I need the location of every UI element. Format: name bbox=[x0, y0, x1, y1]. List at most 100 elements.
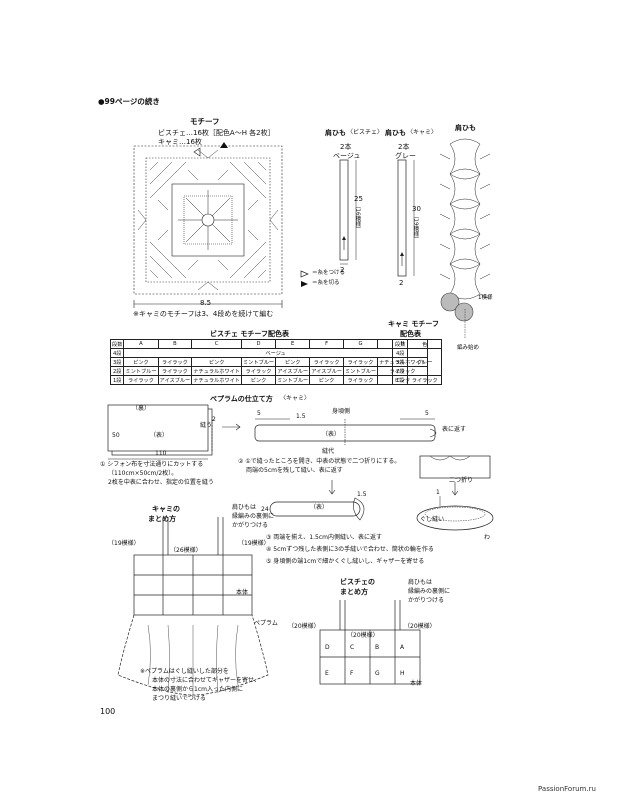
peplum-wa: わ bbox=[484, 534, 491, 541]
table-cell: ナチュラルホワイト bbox=[191, 366, 242, 376]
motif-title: モチーフ bbox=[190, 117, 220, 126]
cami-color-table: 段数 色 4段 グレー 3段 2段 1段 ライラック bbox=[391, 339, 442, 385]
table-cell: 1段 bbox=[391, 375, 409, 385]
bustier-strap-note-2: 縁編みの裏側に bbox=[408, 588, 451, 595]
table-cell: ライラック bbox=[309, 357, 344, 367]
peplum-tube-diagram bbox=[254, 418, 437, 445]
peplum-tube-front: （表） bbox=[322, 431, 341, 438]
peplum-ring-diagram bbox=[269, 480, 365, 521]
page-number: 100 bbox=[100, 707, 116, 716]
bustier-left-label: （20模様） bbox=[288, 623, 320, 630]
table-cell: ミントブルー bbox=[342, 366, 379, 376]
table-cell: グレー bbox=[407, 348, 442, 376]
continuation-heading: ●99ページの続き bbox=[98, 97, 160, 106]
table-header-row: 段数 A B C D E F G H bbox=[109, 339, 428, 349]
cami-center-label: （26模様） bbox=[170, 547, 202, 554]
table-cell: 1段 bbox=[109, 375, 125, 385]
motif-width-label: 8.5 bbox=[200, 299, 212, 307]
strap-bustier-title: 肩ひも bbox=[325, 129, 346, 137]
cami-note-2: 本体の寸法に合わせてギャザーを寄せ、 bbox=[152, 677, 261, 684]
table-header: C bbox=[191, 339, 242, 349]
table-cell: ミントブルー bbox=[123, 366, 159, 376]
peplum-n1: 1 bbox=[436, 489, 440, 496]
cami-note-4: まつり縫いでつける bbox=[152, 695, 206, 702]
peplum-step-5: ⑤ 身頃側の端1cmで細かくぐし縫いし、ギャザーを寄せる bbox=[266, 558, 425, 565]
table-cell: 3段 bbox=[391, 357, 409, 367]
strap-stitch-chart bbox=[439, 138, 491, 339]
table-cell: ミントブルー bbox=[275, 375, 311, 385]
peplum-fabric-front: （表） bbox=[150, 432, 169, 439]
peplum-fold-label: 縫代 bbox=[322, 448, 335, 455]
motif-note-2: キャミ…16枚 bbox=[158, 138, 202, 146]
table-row: 1段 ライラック アイスブルー ナチュラルホワイト ピンク ミントブルー ピンク… bbox=[109, 375, 428, 385]
table-cell: ライラック bbox=[342, 375, 379, 385]
table-header: F bbox=[309, 339, 344, 349]
table-row: 3段 ピンク ライラック ピンク ミントブルー ピンク ライラック ライラック … bbox=[109, 357, 428, 367]
strap-chart-title: 肩ひも bbox=[455, 124, 476, 132]
peplum-tube-n1: 5 bbox=[257, 410, 261, 417]
bustier-cell-b: B bbox=[375, 644, 380, 651]
strap-bustier-length: 25 bbox=[354, 195, 363, 203]
legend-join: ＝糸をつける bbox=[312, 270, 346, 276]
bustier-center-label: （20模様） bbox=[347, 632, 379, 639]
table-row: 2段 ミントブルー ライラック ナチュラルホワイト ライラック アイスブルー ア… bbox=[109, 366, 428, 376]
bustier-cell-h: H bbox=[400, 670, 405, 677]
table-cell: ライラック bbox=[123, 375, 159, 385]
motif-note-1: ビスチェ…16枚［配色A～H 各2枚］ bbox=[158, 129, 275, 137]
peplum-fabric-diagram bbox=[107, 404, 241, 460]
bustier-strap-note-1: 肩ひもは bbox=[408, 579, 433, 586]
cami-strap-note-2: 縁編みの裏側に bbox=[232, 513, 275, 520]
peplum-turn: 表に返す bbox=[442, 426, 467, 433]
legend-cut: ＝糸を切る bbox=[312, 280, 340, 286]
peplum-n24: 24 bbox=[261, 506, 269, 513]
table-row: 4段 グレー bbox=[391, 348, 442, 376]
peplum-seam: 縫う bbox=[200, 422, 213, 429]
peplum-sub: 〈キャミ〉 bbox=[280, 395, 311, 402]
strap-cami-length: 30 bbox=[412, 205, 421, 213]
peplum-n15: 1.5 bbox=[357, 491, 367, 498]
strap-cami-color: グレー bbox=[395, 152, 416, 160]
table-cell: ライラック bbox=[407, 375, 442, 385]
cami-body-label: 本体 bbox=[236, 589, 249, 596]
peplum-tube-label: 身頃側 bbox=[332, 408, 351, 415]
cami-assembly-title-2: まとめ方 bbox=[148, 515, 176, 523]
cami-note-3: 本体の裏側から1cm入った内側に bbox=[152, 686, 243, 693]
cami-assembly-diagram bbox=[117, 517, 269, 696]
peplum-tube-n3: 5 bbox=[425, 410, 429, 417]
table-row: 4段 ベージュ bbox=[109, 348, 428, 358]
legend-join-icon bbox=[300, 270, 309, 278]
strap-chart-pattern: 1模様 bbox=[478, 295, 493, 301]
bustier-cell-f: F bbox=[350, 670, 354, 677]
table-cell: ピンク bbox=[240, 375, 277, 385]
peplum-gather-diagram bbox=[416, 455, 494, 531]
bustier-assembly-title-1: ビスチェの bbox=[340, 578, 375, 586]
cami-right-label: （19模様） bbox=[238, 540, 270, 547]
peplum-ring-label: 二つ折り bbox=[449, 477, 474, 484]
strap-bustier-rows: （16模様） bbox=[354, 203, 361, 232]
bustier-strap-note-3: かがりつける bbox=[408, 597, 445, 604]
bustier-right-label: （20模様） bbox=[404, 623, 436, 630]
table-header: E bbox=[275, 339, 311, 349]
table-cell: ライラック bbox=[157, 357, 193, 367]
peplum-gathers: ぐし縫い bbox=[420, 516, 445, 523]
peplum-step-1b: （110cm×50cm/2枚）。 bbox=[108, 470, 178, 477]
strap-bustier-diagram bbox=[339, 159, 357, 265]
table-cell: 4段 bbox=[391, 348, 409, 358]
peplum-step-3: ③ 両端を揃え、1.5cm内側縫い、表に返す bbox=[266, 534, 382, 541]
bustier-cell-c: C bbox=[350, 644, 355, 651]
table-header: 段数 bbox=[109, 339, 125, 349]
table-cell: ミントブルー bbox=[240, 357, 277, 367]
strap-cami-title: 肩ひも bbox=[385, 129, 406, 137]
cami-peplum-label: ペプラム bbox=[254, 620, 278, 627]
table-cell: ベージュ bbox=[123, 348, 428, 358]
table-cell: ピンク bbox=[123, 357, 159, 367]
peplum-title: ペプラムの仕立て方 bbox=[210, 395, 273, 403]
motif-chart bbox=[133, 142, 283, 308]
peplum-step-1c: 2枚を中表に合わせ、指定の位置を縫う bbox=[108, 479, 214, 486]
table-cell: ライラック bbox=[342, 357, 379, 367]
watermark: PassionForum.ru bbox=[538, 785, 596, 793]
cami-left-label: （19模様） bbox=[108, 540, 140, 547]
bustier-cell-e: E bbox=[325, 670, 329, 677]
strap-bustier-count: 2本 bbox=[340, 143, 352, 151]
bustier-assembly-title-2: まとめ方 bbox=[340, 588, 368, 596]
